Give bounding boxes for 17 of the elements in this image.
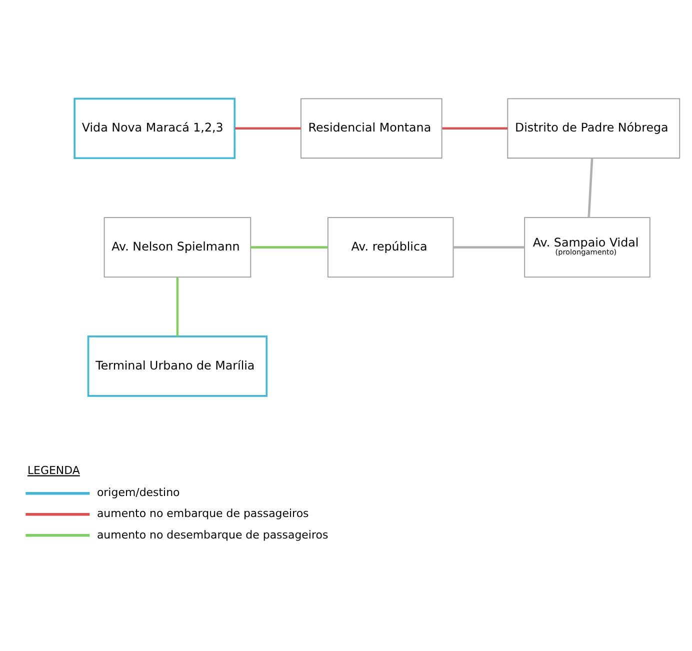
node-box: Av. república (327, 217, 454, 278)
legend-label: aumento no desembarque de passageiros (96, 528, 328, 542)
node-box: Terminal Urbano de Marília (87, 336, 268, 397)
connector (176, 277, 179, 336)
connector (454, 246, 524, 248)
connector (235, 127, 301, 130)
node-box: Vida Nova Maracá 1,2,3 (74, 98, 236, 160)
node-box: Distrito de Padre Nóbrega (507, 98, 680, 159)
connector (442, 127, 508, 130)
node-box: Residencial Montana (300, 98, 442, 159)
legend-label: origem/destino (96, 486, 180, 500)
legend-label: aumento no embarque de passageiros (96, 507, 309, 520)
label: LEGENDA (27, 464, 80, 478)
node-box: Av. Nelson Spielmann (104, 217, 252, 278)
node-box: Av. Sampaio Vidal (prolongamento) (524, 217, 650, 278)
connector (588, 158, 594, 218)
connector (250, 246, 328, 248)
